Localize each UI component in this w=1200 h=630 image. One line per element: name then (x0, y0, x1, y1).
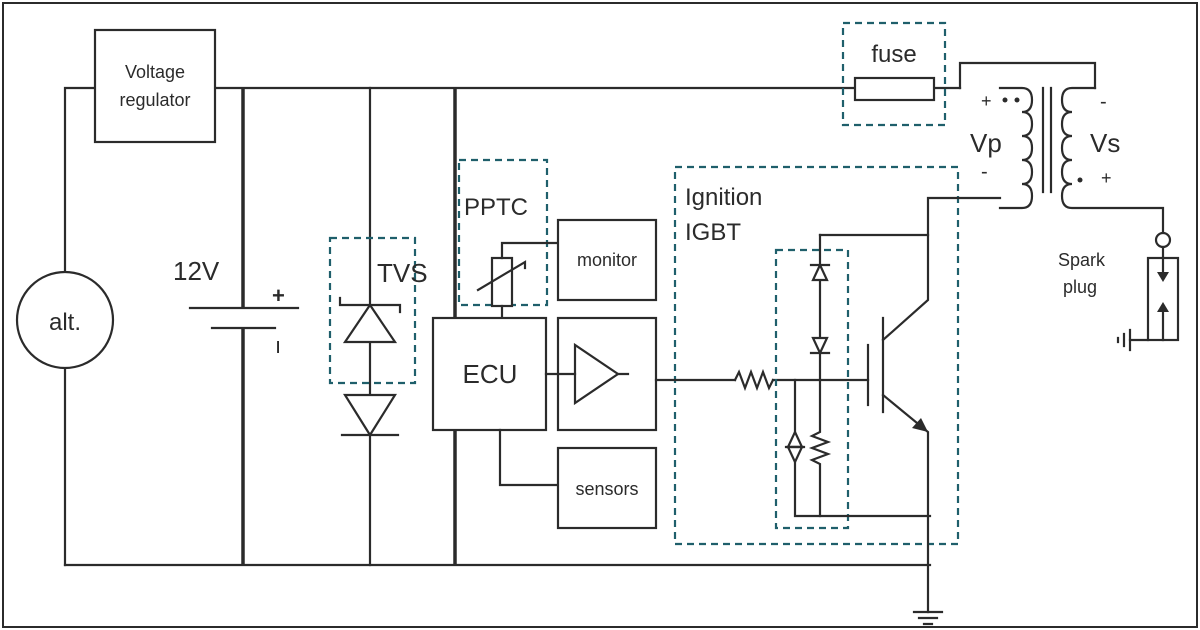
monitor-box (556, 218, 658, 302)
ecu-to-sensors-wire (498, 428, 560, 487)
clamp-zener-2 (811, 336, 829, 356)
gate-zener-up (786, 429, 804, 449)
gate-zener-wire (793, 378, 932, 518)
battery-plus-label: + (272, 283, 285, 308)
alternator-label: alt. (49, 309, 81, 336)
ecu-box (431, 316, 548, 432)
coil-core (1041, 86, 1053, 194)
gate-pulldown-resistor (808, 378, 832, 518)
primary-dot-1 (1002, 97, 1008, 103)
igbt-collector-wire (881, 196, 1002, 342)
ecu-label: ECU (463, 359, 518, 389)
sensors-label: sensors (575, 479, 638, 499)
ignition-igbt-label-line2: IGBT (685, 219, 741, 246)
voltage-regulator-label-line1: Voltage (125, 62, 185, 82)
tvs-label: TVS (377, 258, 428, 288)
clamp-zener-1 (811, 262, 829, 282)
monitor-label: monitor (577, 250, 637, 270)
igbt-emitter-arrow (912, 418, 928, 432)
ground-icon (912, 610, 944, 626)
spark-plug-label-line1: Spark (1058, 250, 1106, 270)
secondary-polarity-bottom: + (1101, 168, 1112, 188)
primary-polarity-bottom: - (981, 161, 988, 183)
pptc-resistor (490, 256, 514, 308)
voltage-regulator-label-line2: regulator (119, 90, 190, 110)
alternator-wires (63, 86, 97, 567)
tvs-dashed-group (328, 236, 417, 385)
alternator-symbol (15, 270, 115, 370)
protection-dashed-group (774, 248, 850, 530)
tvs-diode-triangle (342, 303, 398, 344)
spark-plug-ground-icon (1116, 328, 1132, 352)
spark-plug-electrode-bottom (1157, 302, 1169, 312)
spark-plug-terminal (1154, 231, 1172, 249)
vs-label: Vs (1090, 128, 1120, 158)
pptc-to-monitor-wire (500, 241, 560, 260)
sensors-box (556, 446, 658, 530)
pptc-label: PPTC (464, 194, 528, 221)
primary-to-secondary-link (958, 61, 1097, 90)
fuse-label: fuse (871, 41, 916, 68)
coil-secondary-winding (1060, 86, 1165, 234)
vp-label: Vp (970, 128, 1002, 158)
pptc-arrow (476, 260, 527, 292)
battery-voltage-label: 12V (173, 256, 220, 286)
spark-plug-label-line2: plug (1063, 277, 1097, 297)
ignition-igbt-label-line1: Ignition (685, 184, 762, 211)
spark-plug-electrode-top (1157, 272, 1169, 282)
diode-triangle (343, 393, 397, 438)
primary-dot-2 (1014, 97, 1020, 103)
primary-polarity-top: + (981, 91, 992, 111)
tvs-zener-bar (338, 296, 402, 314)
fuse-element (853, 76, 936, 102)
battery-minus-label: ı (275, 333, 281, 358)
ignition-igbt-dashed-group (673, 165, 960, 546)
secondary-polarity-top: - (1100, 91, 1107, 113)
coil-primary-winding (998, 86, 1034, 210)
fuse-dashed-group (841, 21, 947, 127)
secondary-dot (1077, 177, 1083, 183)
gate-resistor (733, 368, 775, 392)
voltage-regulator-box (93, 28, 217, 144)
gate-zener-down (786, 445, 804, 465)
